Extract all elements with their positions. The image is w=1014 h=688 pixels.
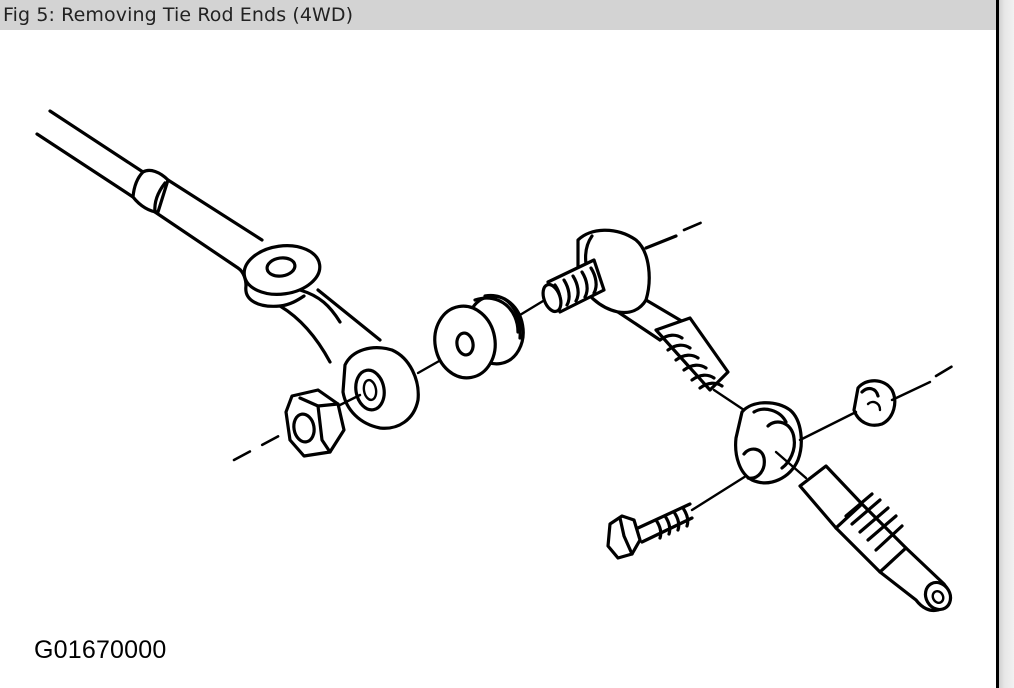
clamp-bolt: [606, 474, 748, 560]
castle-nut: [798, 362, 958, 442]
bushing: [433, 293, 525, 380]
figure-code: G01670000: [34, 636, 167, 664]
drag-link-arm: [278, 288, 420, 430]
figure-title: Fig 5: Removing Tie Rod Ends (4WD): [3, 4, 354, 26]
tie-rod-exploded-diagram: [0, 30, 996, 688]
figure-title-bar: Fig 5: Removing Tie Rod Ends (4WD): [0, 0, 996, 30]
figure-right-border: [996, 0, 999, 688]
tie-rod: [35, 109, 342, 324]
adjuster-clamp: [734, 401, 803, 485]
hex-nut: [284, 388, 346, 458]
tie-rod-end: [541, 216, 746, 412]
adjuster-sleeve: [774, 450, 953, 613]
page-right-gutter: [999, 0, 1014, 688]
